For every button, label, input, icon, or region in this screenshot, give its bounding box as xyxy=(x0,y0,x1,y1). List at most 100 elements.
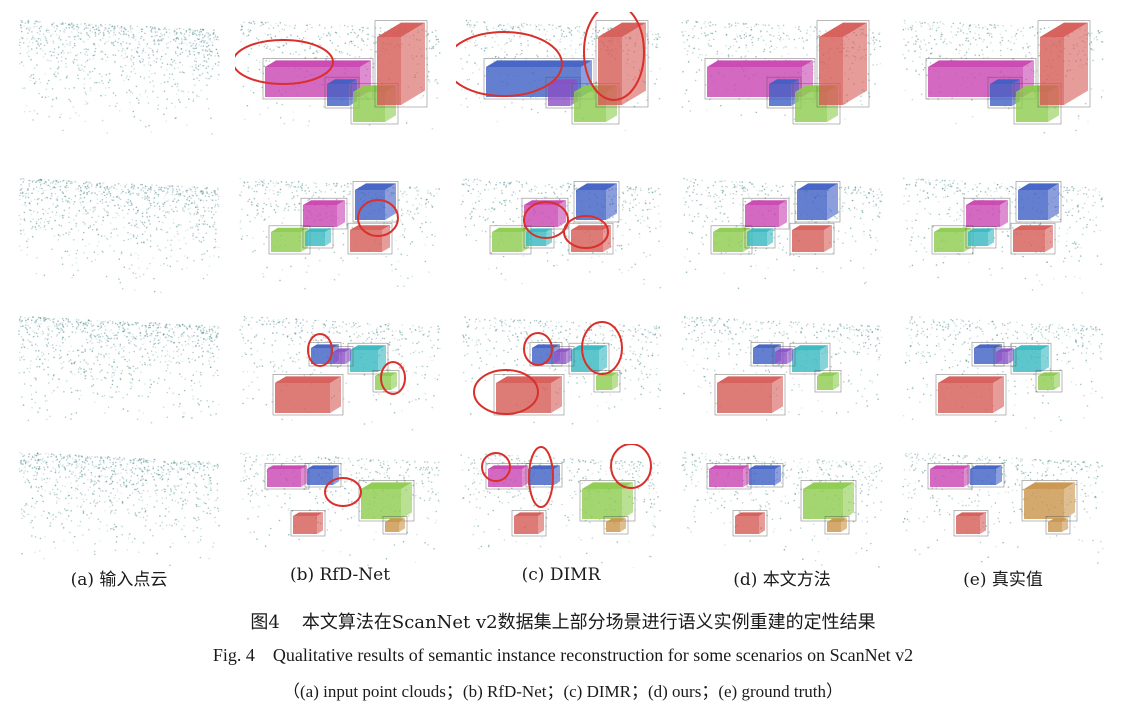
highlight-ellipse xyxy=(583,12,645,101)
highlight-ellipse xyxy=(456,31,563,97)
reconstruction-render xyxy=(902,316,1103,432)
reconstruction-render xyxy=(902,452,1104,564)
reconstruction-render xyxy=(460,178,662,289)
object-box xyxy=(789,342,831,375)
column-label-b: (b) RfD-Net xyxy=(289,565,391,585)
object-box xyxy=(493,374,565,416)
highlight-ellipse xyxy=(523,332,553,366)
figure-panel xyxy=(898,308,1108,432)
point-cloud xyxy=(903,177,1104,294)
object-box xyxy=(710,225,753,255)
object-box xyxy=(1015,181,1062,223)
figure-panel xyxy=(14,12,224,136)
highlight-ellipse xyxy=(581,321,623,375)
point-cloud xyxy=(902,316,1103,432)
figure-panel xyxy=(677,12,887,136)
object-box xyxy=(794,181,841,223)
object-box xyxy=(772,346,796,367)
object-box xyxy=(1045,516,1071,535)
object-box xyxy=(603,516,629,535)
reconstruction-render xyxy=(235,20,441,130)
highlight-ellipse xyxy=(235,39,334,85)
caption-chinese-number: 图4 xyxy=(250,612,280,633)
point-cloud xyxy=(239,315,441,431)
reconstruction-render xyxy=(683,177,883,290)
object-box xyxy=(963,197,1011,230)
object-box xyxy=(352,181,399,223)
point-cloud xyxy=(18,451,220,567)
object-box xyxy=(746,463,784,488)
column-label-d: (d) 本文方法 xyxy=(733,570,831,590)
column-label-e: (e) 真实值 xyxy=(963,570,1043,590)
reconstruction-render xyxy=(456,12,661,132)
object-box xyxy=(485,463,531,490)
object-box xyxy=(967,463,1005,488)
reconstruction-render xyxy=(681,19,882,125)
reconstruction-render xyxy=(460,444,661,568)
caption-legend: （(a) input point clouds；(b) RfD-Net；(c) … xyxy=(283,682,843,701)
highlight-ellipse xyxy=(473,369,539,415)
column-labels: (a) 输入点云 (b) RfD-Net (c) DIMR (d) 本文方法 (… xyxy=(0,565,1126,593)
object-box xyxy=(1010,342,1052,375)
highlight-ellipse xyxy=(307,333,333,367)
object-box xyxy=(1021,480,1078,522)
figure-panel xyxy=(456,12,666,136)
object-box xyxy=(993,346,1017,367)
object-box xyxy=(272,374,344,416)
column-label-c: (c) DIMR xyxy=(521,565,601,585)
object-box xyxy=(347,222,393,255)
figure-panel xyxy=(14,170,224,294)
object-box xyxy=(579,480,636,522)
highlight-ellipse xyxy=(523,201,569,239)
object-box xyxy=(264,463,310,490)
caption-english-number: Fig. 4 xyxy=(212,645,255,665)
point-cloud xyxy=(462,316,662,425)
object-box xyxy=(573,181,620,223)
caption-chinese: 图4 本文算法在ScanNet v2数据集上部分场景进行语义实例重建的定性结果 xyxy=(0,608,1126,634)
point-cloud xyxy=(681,19,882,121)
object-box xyxy=(489,225,532,255)
figure-panel xyxy=(456,444,666,568)
object-box xyxy=(523,226,555,249)
object-box xyxy=(953,510,989,537)
object-box xyxy=(1037,20,1091,108)
figure-panel xyxy=(14,444,224,568)
object-box xyxy=(372,370,400,393)
figure-panel xyxy=(898,170,1108,294)
column-label-a: (a) 输入点云 xyxy=(70,570,168,590)
object-box xyxy=(744,226,776,249)
caption-english: Fig. 4 Qualitative results of semantic in… xyxy=(0,645,1126,666)
figure-panel xyxy=(677,308,887,432)
object-box xyxy=(302,226,334,249)
object-box xyxy=(551,346,575,367)
caption-chinese-text: 本文算法在ScanNet v2数据集上部分场景进行语义实例重建的定性结果 xyxy=(301,612,876,633)
object-box xyxy=(816,20,870,108)
object-box xyxy=(789,222,835,255)
figure-panel xyxy=(677,444,887,568)
highlight-ellipse xyxy=(563,215,609,249)
caption-english-text: Qualitative results of semantic instance… xyxy=(272,645,914,665)
reconstruction-render xyxy=(18,177,220,294)
figure-panel xyxy=(456,170,666,294)
object-box xyxy=(382,516,408,535)
point-cloud xyxy=(239,177,440,290)
reconstruction-render xyxy=(18,451,220,567)
reconstruction-render xyxy=(681,451,883,568)
figure-panel xyxy=(898,444,1108,568)
object-box xyxy=(824,516,850,535)
reconstruction-render xyxy=(239,177,440,290)
object-box xyxy=(1010,222,1056,255)
reconstruction-render xyxy=(902,19,1104,134)
figure-panel xyxy=(235,308,445,432)
reconstruction-render xyxy=(681,315,883,421)
object-box xyxy=(568,342,610,375)
object-box xyxy=(290,510,326,537)
figure-panel xyxy=(14,308,224,432)
object-box xyxy=(595,20,649,108)
reconstruction-render xyxy=(18,19,220,135)
highlight-ellipse xyxy=(481,452,511,482)
highlight-ellipse xyxy=(324,477,362,507)
object-box xyxy=(347,342,389,375)
object-box xyxy=(800,480,857,522)
highlight-ellipse xyxy=(528,446,554,508)
